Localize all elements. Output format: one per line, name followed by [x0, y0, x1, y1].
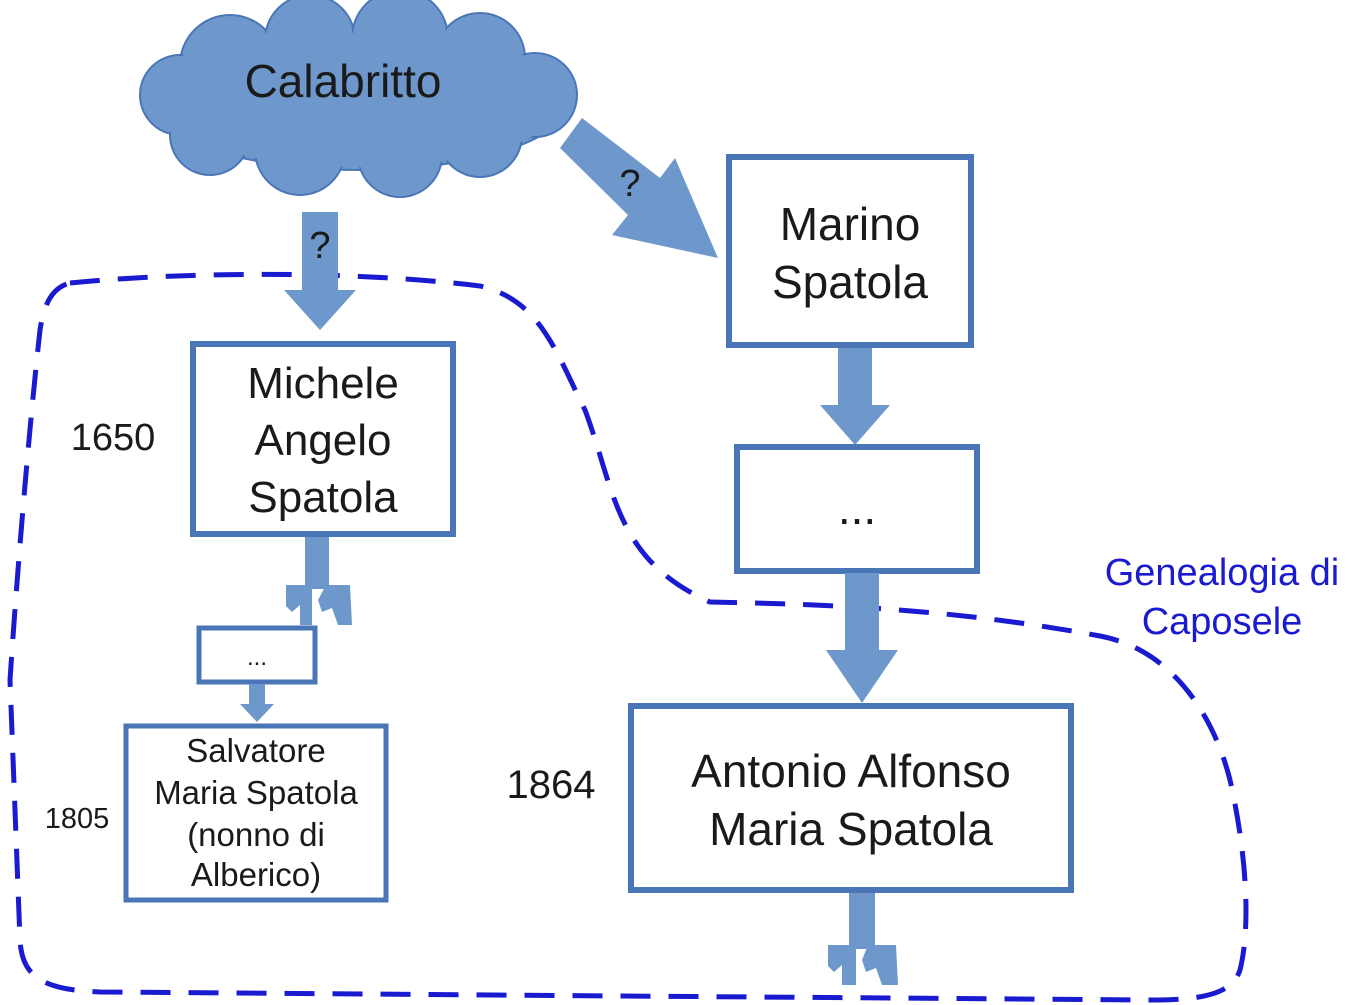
michele-name-line2: Angelo [254, 416, 391, 465]
antonio-name-line1: Antonio Alfonso [691, 745, 1011, 797]
person-box-michele-descendants: ... [196, 625, 318, 685]
salvatore-line1: Salvatore [186, 732, 325, 769]
michele-descendants-label: ... [247, 644, 267, 671]
arrow-antonio-branch [828, 893, 898, 985]
arrow-question-mark: ? [619, 163, 640, 205]
marino-name-line1: Marino [780, 198, 921, 250]
michele-name-line3: Spatola [248, 473, 398, 522]
calabritto-cloud: Calabritto [139, 0, 578, 198]
calabritto-label: Calabritto [245, 55, 442, 107]
arrow-descendants-to-antonio [826, 573, 898, 703]
michele-name-line1: Michele [247, 359, 399, 408]
person-box-antonio: Antonio Alfonso Maria Spatola [628, 703, 1074, 893]
salvatore-year: 1805 [45, 803, 110, 835]
person-box-salvatore: Salvatore Maria Spatola (nonno di Alberi… [123, 723, 389, 903]
marino-name-line2: Spatola [772, 256, 928, 308]
person-box-marino: Marino Spatola [726, 154, 974, 348]
antonio-name-line2: Maria Spatola [709, 803, 993, 855]
person-box-michele: Michele Angelo Spatola [190, 341, 456, 537]
arrow-calabritto-to-michele: ? [284, 212, 356, 330]
marino-descendants-label: ... [838, 482, 876, 534]
arrow-marino-to-descendants [820, 348, 890, 445]
antonio-year: 1864 [507, 763, 596, 807]
person-box-marino-descendants: ... [734, 444, 980, 574]
salvatore-line4: Alberico) [191, 856, 321, 893]
salvatore-line3: (nonno di [187, 816, 325, 853]
arrow-question-mark: ? [309, 225, 330, 267]
salvatore-line2: Maria Spatola [154, 774, 358, 811]
arrow-calabritto-to-marino: ? [560, 118, 718, 258]
michele-year: 1650 [71, 417, 156, 459]
region-label-line2: Caposele [1142, 601, 1303, 643]
arrow-michele-branch [286, 537, 352, 625]
region-label-line1: Genealogia di [1105, 552, 1340, 594]
arrow-descendants-to-salvatore [240, 684, 274, 722]
